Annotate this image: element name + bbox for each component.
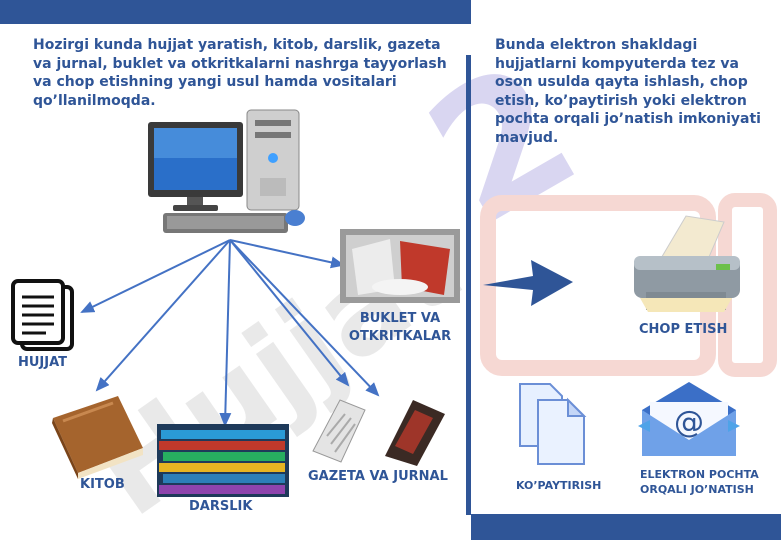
label-pochta: ELEKTRON POCHTA ORQALI JO’NATISH [640, 468, 759, 496]
top-bar [0, 0, 471, 24]
arrow-to-kitob [95, 239, 231, 392]
arrow-to-jurnal [229, 239, 380, 397]
label-gazeta: GAZETA VA JURNAL [308, 469, 448, 484]
svg-text:@: @ [674, 405, 704, 440]
label-chop: CHOP ETISH [639, 322, 728, 337]
email-icon: @ [638, 382, 740, 456]
booklet-icon [340, 229, 460, 303]
right-paragraph: Bunda elektron shakldagi hujjatlarni kom… [495, 37, 761, 146]
document-icon [11, 279, 74, 351]
arrow-to-gazeta [229, 239, 350, 387]
copy-icon [519, 383, 587, 465]
arrow-to-darslik [219, 239, 232, 427]
label-darslik: DARSLIK [189, 499, 253, 514]
label-kopaytirish: KO’PAYTIRISH [516, 479, 602, 492]
newspaper-icon [312, 399, 445, 466]
computer-icon [148, 109, 305, 233]
bottom-bar [471, 514, 781, 540]
book-icon [52, 396, 143, 479]
label-kitob: KITOB [80, 477, 125, 492]
printer-icon [634, 215, 740, 312]
column-divider [466, 55, 471, 515]
left-paragraph: Hozirgi kunda hujjat yaratish, kitob, da… [33, 37, 447, 109]
label-hujjat: HUJJAT [18, 355, 68, 370]
arrow-right-icon [483, 260, 573, 306]
arrow-to-hujjat [80, 239, 231, 313]
arrow-to-buklet [229, 239, 345, 269]
textbooks-icon [157, 424, 289, 497]
label-buklet: BUKLET VA OTKRITKALAR [348, 311, 452, 344]
